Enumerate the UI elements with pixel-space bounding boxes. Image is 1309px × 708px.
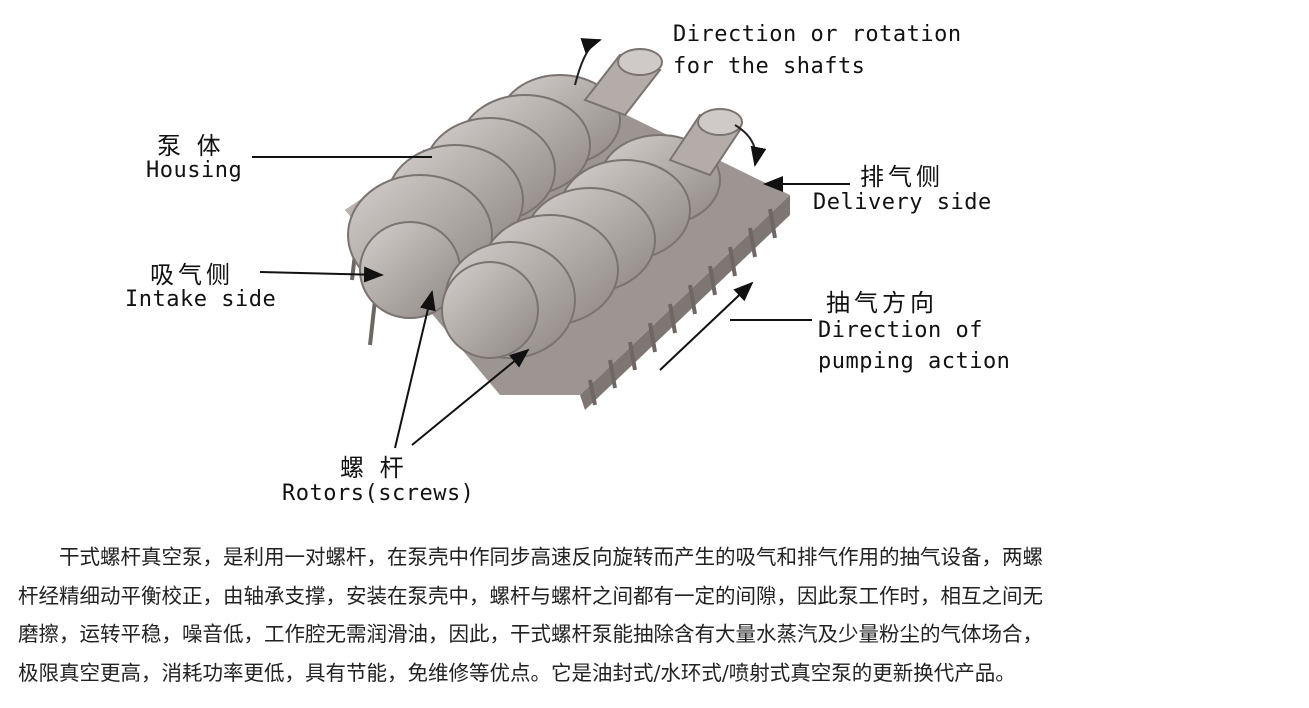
rotation-label-line2: for the shafts <box>673 54 866 79</box>
pumping-label-en1: Direction of <box>818 318 983 343</box>
paragraph-line: 干式螺杆真空泵，是利用一对螺杆，在泵壳中作同步高速反向旋转而产生的吸气和排气作用… <box>18 545 1043 569</box>
pumping-label-cn: 抽气方向 <box>826 289 938 317</box>
pump-diagram <box>252 38 850 449</box>
pumping-label-en2: pumping action <box>818 349 1011 374</box>
rotors-label-cn: 螺 杆 <box>340 454 408 482</box>
paragraph-line: 磨擦，运转平稳，噪音低，工作腔无需润滑油，因此，干式螺杆泵能抽除含有大量水蒸汽及… <box>18 622 1043 646</box>
pump-housing-illustration <box>345 38 790 410</box>
paragraph-line: 杆经精细动平衡校正，由轴承支撑，安装在泵壳中，螺杆与螺杆之间都有一定的间隙，因此… <box>18 583 1043 608</box>
housing-label-en: Housing <box>146 158 243 183</box>
housing-label-cn: 泵 体 <box>157 132 225 160</box>
paragraph-line: 极限真空更高，消耗功率更低，具有节能，免维修等优点。它是油封式/水环式/喷射式真… <box>18 660 1016 685</box>
delivery-label-cn: 排气侧 <box>860 163 944 191</box>
pumping-arrow <box>659 281 754 371</box>
rotation-label-line1: Direction or rotation <box>673 22 962 47</box>
intake-label-en: Intake side <box>125 287 277 312</box>
intake-label-cn: 吸气侧 <box>150 261 234 289</box>
rotor-arrow-1 <box>394 290 436 449</box>
rotor-arrow-2 <box>411 348 530 446</box>
intake-arrow <box>259 266 384 283</box>
rotors-label-en: Rotors(screws) <box>282 481 475 506</box>
delivery-label-en: Delivery side <box>813 190 992 215</box>
description-paragraph: 干式螺杆真空泵，是利用一对螺杆，在泵壳中作同步高速反向旋转而产生的吸气和排气作用… <box>18 538 1298 692</box>
